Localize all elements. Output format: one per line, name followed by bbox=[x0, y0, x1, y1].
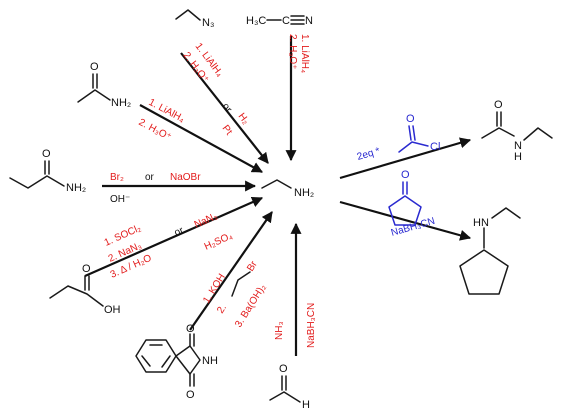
arrow-from-propanoic-acid bbox=[84, 196, 264, 278]
propanamide-o-label: O bbox=[42, 148, 51, 160]
phthalimide-nh-label: NH bbox=[202, 355, 218, 367]
reductive-reagent-nh3: NH₃ bbox=[274, 321, 285, 340]
phthalimide-o-top-label: O bbox=[186, 323, 195, 335]
acetamide: O NH₂ bbox=[77, 61, 131, 109]
nitrile-reagent-step1: 1. LiAlH₄ bbox=[299, 34, 310, 73]
amine-hn-label: HN bbox=[473, 217, 489, 229]
azide-reagent-pt: Pt bbox=[220, 123, 235, 137]
azide-reagents: 1. LiAlH₄ 2. H₃O⁺ or H₂ Pt bbox=[181, 41, 252, 137]
n-ethylacetamide: O N H bbox=[481, 99, 553, 163]
n-ethylcyclopentylamine: HN bbox=[459, 207, 521, 295]
acetamide-o-label: O bbox=[90, 61, 99, 73]
nitrile-carbon: C bbox=[282, 15, 290, 27]
reductive-amination-reagents: NH₃ NaBH₃CN bbox=[274, 303, 317, 348]
azide-reagent-h2: H₂ bbox=[236, 111, 252, 127]
arrow-from-phthalimide bbox=[189, 211, 273, 331]
nitrile-reagents: 1. LiAlH₄ 2. H₃O⁺ bbox=[287, 34, 310, 73]
hofmann-reagent-oh: OH⁻ bbox=[110, 194, 130, 205]
ethylamine-product: NH₂ bbox=[261, 179, 314, 199]
gabriel-reagent-br: Br bbox=[245, 259, 260, 274]
curtius-reagent-h2so4: H₂SO₄ bbox=[203, 231, 235, 253]
hofmann-reagent-naobr: NaOBr bbox=[170, 172, 201, 183]
central-nh2-label: NH₂ bbox=[294, 187, 314, 199]
arrow-from-azide bbox=[180, 52, 269, 164]
arrow-to-amide bbox=[339, 137, 472, 180]
alkylation-reagent-label: NaBH₃CN bbox=[390, 216, 436, 239]
nitrile-h3c-label: H₃C bbox=[246, 15, 266, 27]
acyl-chloride-o-label: O bbox=[406, 113, 415, 125]
reaction-arrows bbox=[84, 36, 472, 356]
curtius-reagents: 1. SOCl₂ 2. NaN₃ 3. Δ / H₂O or NaN₃ H₂SO… bbox=[103, 211, 235, 281]
amide-nh-n-label: N bbox=[514, 140, 522, 152]
nitrile-n-label: N bbox=[305, 15, 313, 27]
cyclopentanone-o-label: O bbox=[401, 169, 410, 181]
hofmann-reagent-or: or bbox=[145, 172, 155, 183]
arrow-from-acetamide bbox=[139, 104, 263, 173]
acyl-chloride-cl-label: Cl bbox=[430, 141, 440, 153]
azide-n3-label: N₃ bbox=[202, 17, 214, 29]
hofmann-reagent-br2: Br₂ bbox=[110, 172, 124, 183]
acetonitrile: H₃C C N bbox=[246, 15, 313, 27]
bromoethane-skeleton bbox=[231, 271, 251, 297]
hofmann-reagents: Br₂ or NaOBr OH⁻ bbox=[110, 172, 201, 205]
propanamide: O NH₂ bbox=[9, 148, 86, 194]
amide-o-label: O bbox=[494, 99, 503, 111]
phthalimide: O O NH bbox=[135, 323, 218, 401]
acetaldehyde: O H bbox=[269, 363, 310, 411]
nitrile-reagent-step2: 2. H₃O⁺ bbox=[287, 34, 298, 69]
propanoic-acid: O OH bbox=[49, 263, 121, 316]
acetamide-reagents: 1. LiAlH₄ 2. H₃O⁺ bbox=[137, 97, 187, 143]
acid-o-label: O bbox=[82, 263, 91, 275]
gabriel-reagents: 1. KOH 2. Br 3. Ba(OH)₂ bbox=[201, 259, 268, 330]
reductive-reagent-nabh3cn: NaBH₃CN bbox=[306, 303, 317, 348]
ethyl-azide: N₃ bbox=[175, 9, 214, 29]
cyclopentanone-reagent: O NaBH₃CN bbox=[388, 169, 436, 239]
arrow-to-cyclopentylamine bbox=[339, 200, 472, 241]
amide-nh-h-label: H bbox=[514, 151, 522, 163]
curtius-reagent-nan3: NaN₃ bbox=[193, 211, 219, 231]
gabriel-reagent-step1: 1. KOH bbox=[201, 272, 228, 306]
acetamide-nh2-label: NH₂ bbox=[111, 97, 131, 109]
acylation-reagent-label: 2eq * bbox=[356, 146, 382, 163]
acetyl-chloride-reagent: 2eq * O Cl bbox=[356, 113, 441, 163]
aldehyde-h-label: H bbox=[302, 399, 310, 411]
acid-oh-label: OH bbox=[104, 304, 121, 316]
propanamide-nh2-label: NH₂ bbox=[66, 182, 86, 194]
aldehyde-o-label: O bbox=[279, 363, 288, 375]
gabriel-reagent-step2: 2. bbox=[215, 303, 229, 316]
phthalimide-o-bottom-label: O bbox=[186, 389, 195, 401]
gabriel-reagent-step3: 3. Ba(OH)₂ bbox=[233, 282, 268, 329]
